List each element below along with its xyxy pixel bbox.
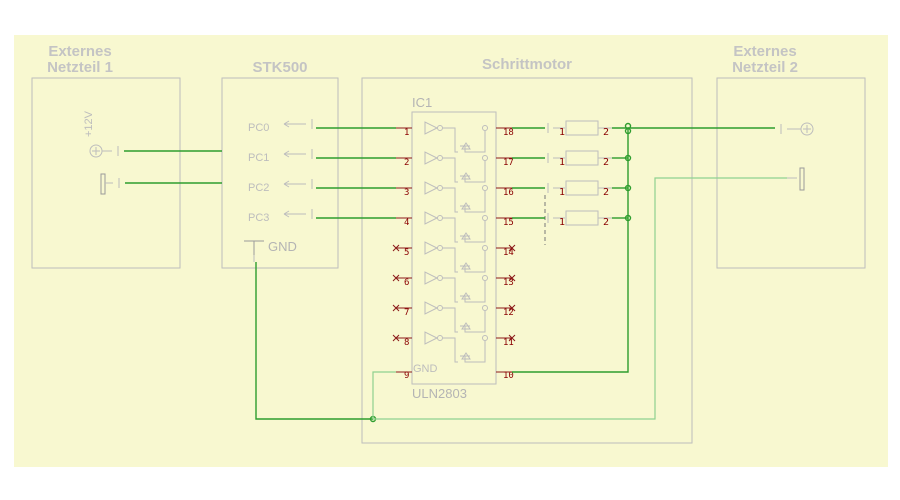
block-netzteil-2: Externes Netzteil 2	[716, 43, 866, 269]
ic-driver-channels	[424, 121, 488, 363]
ic-pin-18: 18	[503, 128, 514, 138]
schematic-background	[14, 35, 888, 467]
minus-terminal-icon	[100, 173, 106, 195]
ic-pin-12: 12	[503, 308, 514, 318]
netzteil-1-title-line2: Netzteil 1	[47, 59, 113, 76]
ic-pin-1: 1	[404, 128, 409, 138]
ic-gnd-label: GND	[413, 363, 438, 375]
block-netzteil-1: Externes Netzteil 1 +12V	[31, 43, 181, 269]
block-stk500: STK500 PC0 PC1 PC2 PC3 GND	[221, 59, 339, 269]
block-schrittmotor: Schrittmotor	[361, 56, 693, 444]
coil-4-pin-1: 1	[559, 217, 565, 228]
netzteil-1-title-line1: Externes	[48, 43, 111, 60]
ic-pin-10: 10	[503, 371, 514, 381]
ic-reference: IC1	[412, 95, 432, 110]
minus-terminal-icon-2	[799, 167, 805, 191]
wiring	[124, 122, 787, 423]
plus-terminal-icon-2	[800, 122, 814, 136]
ic-pin-14: 14	[503, 248, 514, 258]
schrittmotor-title: Schrittmotor	[482, 56, 572, 73]
coil-2-pin-1: 1	[559, 157, 565, 168]
ic-pin-13: 13	[503, 278, 514, 288]
ic-pin-stubs	[392, 127, 516, 373]
motor-coils: 1 2 1 2 1 2 1 2	[544, 120, 612, 245]
ic-pin-11: 11	[503, 338, 514, 348]
stk500-pin-pc3: PC3	[248, 212, 269, 224]
ic-pin-15: 15	[503, 218, 514, 228]
ic-pin-7: 7	[404, 308, 409, 318]
netzteil-2-title-line1: Externes	[733, 43, 796, 60]
ic-pin-17: 17	[503, 158, 514, 168]
coil-2-pin-2: 2	[603, 157, 609, 168]
ground-icon	[244, 240, 264, 255]
ic-pin-16: 16	[503, 188, 514, 198]
netzteil-2-title-line2: Netzteil 2	[732, 59, 798, 76]
stk500-pin-pc1: PC1	[248, 152, 269, 164]
coil-1-pin-1: 1	[559, 127, 565, 138]
stk500-pin-pc2: PC2	[248, 182, 269, 194]
stk500-frame	[221, 77, 339, 269]
ic-pin-6: 6	[404, 278, 409, 288]
ic-pin-5: 5	[404, 248, 409, 258]
stk500-pin-pc0: PC0	[248, 122, 269, 134]
netzteil-1-voltage: +12V	[83, 110, 95, 137]
ic-pin-9: 9	[404, 371, 409, 381]
coil-3-pin-1: 1	[559, 187, 565, 198]
ic-part-number: ULN2803	[412, 386, 467, 401]
stk500-connectors	[283, 119, 313, 219]
schrittmotor-frame	[361, 77, 693, 444]
ic-pin-3: 3	[404, 188, 409, 198]
coil-1-pin-2: 2	[603, 127, 609, 138]
coil-3-pin-2: 2	[603, 187, 609, 198]
ic-pin-2: 2	[404, 158, 409, 168]
netzteil-2-frame	[716, 77, 866, 269]
coil-4-pin-2: 2	[603, 217, 609, 228]
stk500-title: STK500	[252, 59, 307, 76]
ic-uln2803: IC1 ULN2803 GND	[392, 95, 516, 401]
netzteil-1-frame	[31, 77, 181, 269]
stk500-gnd-label: GND	[268, 239, 297, 254]
ic-pin-4: 4	[404, 218, 409, 228]
ic-pin-8: 8	[404, 338, 409, 348]
